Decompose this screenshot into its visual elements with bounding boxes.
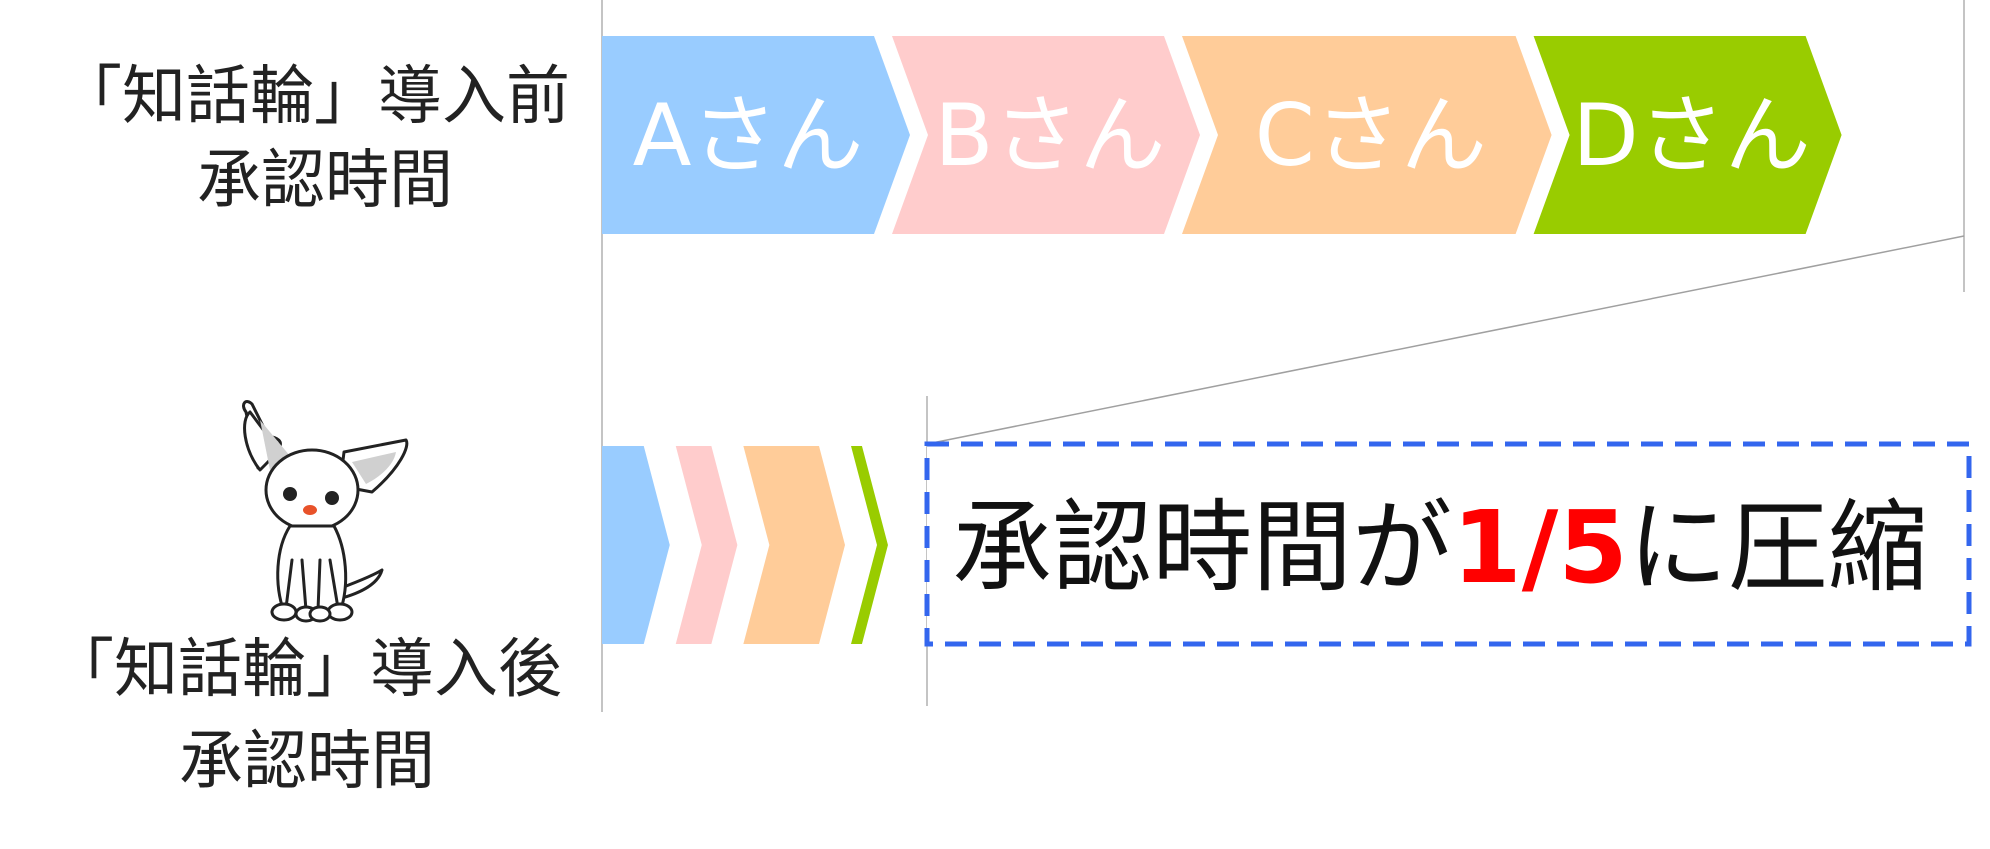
- before-timeline: Aさん Bさん Cさん Dさん: [602, 36, 1842, 234]
- after-segment-c: [743, 446, 845, 644]
- before-segment-d: [1533, 36, 1842, 234]
- before-segment-c-label: Cさん: [1255, 86, 1487, 186]
- after-segment-a: [602, 446, 670, 644]
- before-segment-b-label: Bさん: [935, 86, 1166, 186]
- summary-prefix: 承認時間が: [952, 489, 1452, 606]
- after-label-line2: 承認時間: [179, 725, 435, 799]
- after-timeline: [602, 446, 888, 644]
- before-label-line2: 承認時間: [197, 144, 453, 218]
- before-segment-b: [892, 36, 1200, 234]
- after-segment-d: [851, 446, 888, 644]
- before-segment-a: [602, 36, 910, 234]
- summary-dashed-box: [924, 441, 1972, 647]
- summary-highlight: 1/5: [1452, 489, 1628, 606]
- before-label-line1: 「知話輪」導入前: [58, 60, 570, 134]
- white-dog-icon: [242, 400, 409, 623]
- before-segment-c: [1182, 36, 1552, 234]
- before-segment-a-label: Aさん: [633, 86, 864, 186]
- before-segment-d-label: Dさん: [1572, 86, 1810, 186]
- after-label-line1: 「知話輪」導入後: [50, 633, 562, 707]
- after-segment-b: [675, 446, 738, 644]
- summary-text: 承認時間が1/5に圧縮: [952, 489, 1928, 606]
- summary-suffix: に圧縮: [1628, 489, 1928, 606]
- compression-projection-line: [926, 235, 1965, 445]
